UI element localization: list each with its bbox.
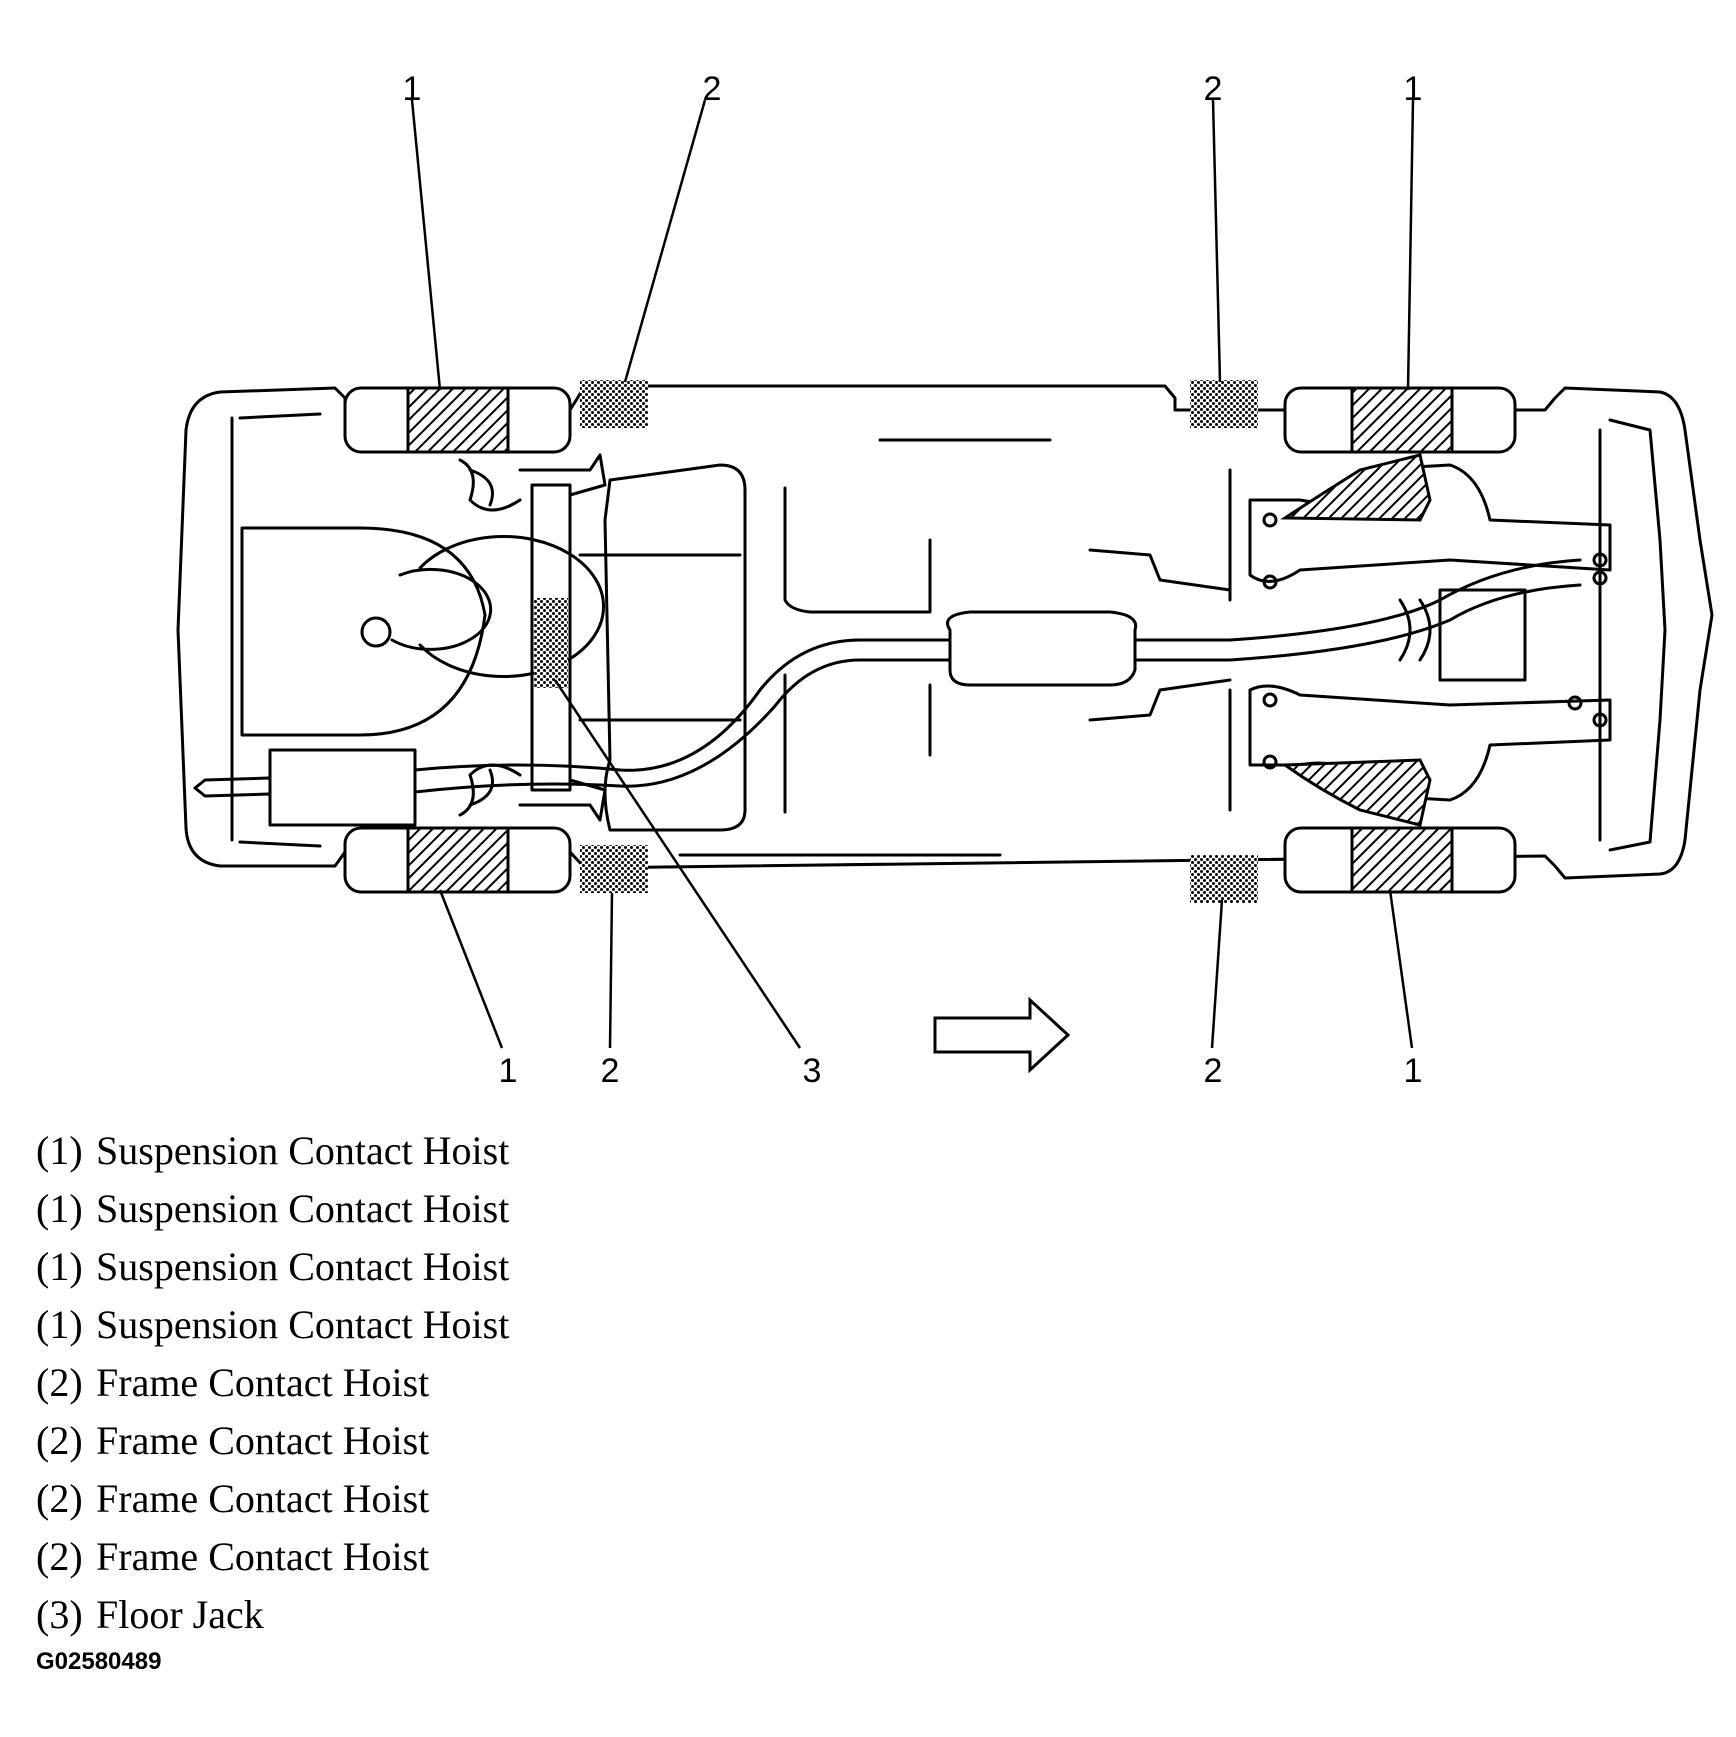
legend-number: (1) <box>36 1244 83 1289</box>
subframe-mount <box>1592 570 1608 586</box>
rear-spring-lower <box>458 763 522 817</box>
legend-item: (2) Frame Contact Hoist <box>36 1470 509 1528</box>
leader-line <box>623 99 707 383</box>
legend-number: (2) <box>36 1476 83 1521</box>
legend-number: (1) <box>36 1128 83 1173</box>
legend-item: (2) Frame Contact Hoist <box>36 1412 509 1470</box>
legend-number: (2) <box>36 1360 83 1405</box>
spare-tire <box>390 535 606 678</box>
legend-number: (3) <box>36 1592 83 1637</box>
figure-id: G02580489 <box>36 1648 162 1675</box>
leader-line <box>1388 889 1414 1049</box>
legend: (1) Suspension Contact Hoist (1) Suspensio… <box>36 1122 509 1644</box>
floor-pan <box>678 438 1232 857</box>
callout-number: 3 <box>803 1052 822 1090</box>
callout-number: 1 <box>403 70 422 108</box>
fuel-tank <box>603 463 747 832</box>
callout-number: 2 <box>601 1052 620 1090</box>
legend-number: (1) <box>36 1302 83 1347</box>
vehicle-underbody-diagram: 1 2 2 1 1 2 3 2 1 <box>176 70 1714 1090</box>
legend-item: (2) Frame Contact Hoist <box>36 1528 509 1586</box>
rear-axle-bracket-upper <box>518 453 607 497</box>
rear-axle-bracket-lower <box>518 778 607 822</box>
leader-line <box>1210 899 1224 1049</box>
subframe-mount <box>1567 695 1583 711</box>
frame-contact-pad-front-right <box>1190 855 1258 903</box>
rear-muffler <box>268 748 417 827</box>
leader-line <box>608 892 614 1049</box>
fuel-tank-ribs <box>578 553 742 722</box>
inner-body-line <box>230 412 1667 852</box>
floor-tunnel <box>1088 548 1232 722</box>
legend-label: Frame Contact Hoist <box>96 1418 430 1463</box>
leader-line <box>553 679 802 1049</box>
steering-gear <box>1398 598 1432 662</box>
floor-jack-contact-area <box>534 598 568 688</box>
legend-item: (3) Floor Jack <box>36 1586 509 1644</box>
leader-line <box>1211 99 1222 383</box>
legend-number: (2) <box>36 1418 83 1463</box>
exhaust-pipe <box>413 558 1582 794</box>
front-control-arm-upper <box>1280 453 1432 522</box>
suspension-contact-area-rear-left <box>406 386 510 454</box>
subframe-mount <box>1262 512 1278 528</box>
spare-tire-well <box>240 526 487 737</box>
callout-number: 1 <box>1404 1052 1423 1090</box>
suspension-contact-area-front-right <box>1350 826 1454 894</box>
legend-number: (1) <box>36 1186 83 1231</box>
tail-pipe <box>193 776 272 798</box>
subframe-mount <box>1592 712 1608 728</box>
legend-item: (2) Frame Contact Hoist <box>36 1354 509 1412</box>
legend-item: (1) Suspension Contact Hoist <box>36 1122 509 1180</box>
subframe-mount <box>1262 692 1278 708</box>
legend-item: (1) Suspension Contact Hoist <box>36 1180 509 1238</box>
legend-label: Suspension Contact Hoist <box>96 1302 510 1347</box>
legend-label: Frame Contact Hoist <box>96 1534 430 1579</box>
legend-label: Frame Contact Hoist <box>96 1476 430 1521</box>
callout-number: 2 <box>1204 1052 1223 1090</box>
spare-tire-hub <box>360 616 392 648</box>
legend-item: (1) Suspension Contact Hoist <box>36 1238 509 1296</box>
catalytic-converter <box>946 610 1138 687</box>
rear-axle <box>530 483 572 792</box>
legend-label: Frame Contact Hoist <box>96 1360 430 1405</box>
suspension-contact-area-front-left <box>1350 386 1454 454</box>
rear-spring-upper <box>458 458 522 512</box>
leader-line <box>438 889 504 1049</box>
callout-number: 1 <box>1404 70 1423 108</box>
frame-contact-pad-rear-right <box>580 845 648 893</box>
front-crossmember <box>1438 428 1602 842</box>
subframe-mount <box>1592 552 1608 568</box>
subframe-mount <box>1262 574 1278 590</box>
vehicle-body-outline <box>176 384 1714 880</box>
legend-label: Suspension Contact Hoist <box>96 1186 510 1231</box>
subframe-mount <box>1262 754 1278 770</box>
legend-label: Suspension Contact Hoist <box>96 1128 510 1173</box>
front-subframe-upper <box>1248 463 1612 583</box>
front-control-arm-lower <box>1280 758 1432 827</box>
callout-number: 1 <box>499 1052 518 1090</box>
leader-line <box>410 99 442 391</box>
frame-contact-pad-rear-left <box>580 380 648 428</box>
frame-contact-pad-front-left <box>1190 380 1258 428</box>
legend-number: (2) <box>36 1534 83 1579</box>
callout-number: 2 <box>703 70 722 108</box>
suspension-contact-area-rear-right <box>406 826 510 894</box>
legend-label: Suspension Contact Hoist <box>96 1244 510 1289</box>
front-direction-arrow <box>933 996 1071 1074</box>
callout-number: 2 <box>1204 70 1223 108</box>
legend-label: Floor Jack <box>96 1592 264 1637</box>
legend-item: (1) Suspension Contact Hoist <box>36 1296 509 1354</box>
leader-line <box>1406 99 1415 391</box>
